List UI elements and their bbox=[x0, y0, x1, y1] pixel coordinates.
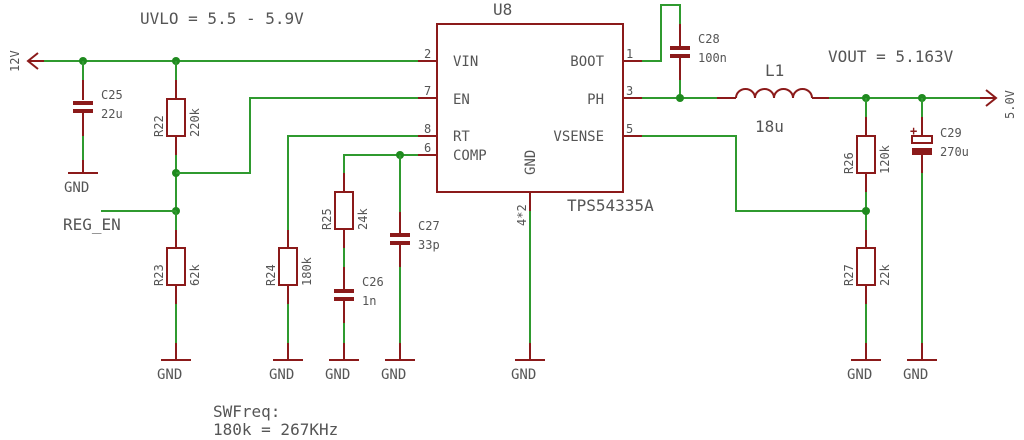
net-label-5v0: 5.0V bbox=[1003, 90, 1017, 119]
gnd-label: GND bbox=[511, 367, 536, 383]
c28-ref: C28 bbox=[698, 32, 720, 46]
capacitor-c26[interactable]: GND C26 1n bbox=[325, 248, 384, 383]
pin-name-gnd: GND bbox=[523, 150, 539, 175]
resistor-r25[interactable]: R25 24k bbox=[320, 173, 370, 248]
gnd-label: GND bbox=[64, 180, 89, 196]
gnd-label: GND bbox=[157, 367, 182, 383]
resistor-r26[interactable]: R26 120k bbox=[842, 98, 892, 230]
gnd-label: GND bbox=[325, 367, 350, 383]
pin-num: 7 bbox=[424, 84, 431, 98]
pin-num: 3 bbox=[626, 84, 633, 98]
net-label-reg-en: REG_EN bbox=[63, 215, 121, 234]
pin-name-rt: RT bbox=[453, 129, 470, 145]
c29-value: 270u bbox=[940, 145, 969, 159]
pin-name-vin: VIN bbox=[453, 54, 478, 70]
net-12v: 12V bbox=[8, 50, 418, 72]
l1-value: 18u bbox=[755, 117, 784, 136]
net-reg-en[interactable]: REG_EN bbox=[63, 210, 176, 234]
ic-part: TPS54335A bbox=[567, 196, 654, 215]
uvlo-note: UVLO = 5.5 - 5.9V bbox=[140, 9, 304, 28]
capacitor-c28[interactable]: C28 100n bbox=[670, 24, 727, 98]
swfreq-note-line2: 180k = 267KHz bbox=[213, 420, 338, 439]
r27-ref: R27 bbox=[842, 264, 856, 286]
pin-name-vsense: VSENSE bbox=[553, 129, 604, 145]
wire-rt bbox=[287, 135, 418, 230]
r25-ref: R25 bbox=[320, 208, 334, 230]
r24-ref: R24 bbox=[264, 264, 278, 286]
resistor-r23[interactable]: GND R23 62k bbox=[152, 211, 202, 383]
wire-boot bbox=[642, 4, 681, 62]
l1-ref: L1 bbox=[765, 61, 784, 80]
pin-name-comp: COMP bbox=[453, 148, 487, 164]
output-arrow-icon bbox=[980, 89, 998, 107]
wire-en bbox=[176, 97, 418, 174]
gnd-label: GND bbox=[903, 367, 928, 383]
r24-value: 180k bbox=[300, 256, 314, 286]
c28-value: 100n bbox=[698, 51, 727, 65]
pin-num: 5 bbox=[626, 122, 633, 136]
r23-ref: R23 bbox=[152, 264, 166, 286]
c29-ref: C29 bbox=[940, 126, 962, 140]
gnd-label: GND bbox=[381, 367, 406, 383]
pin-num-gnd: 4*2 bbox=[515, 204, 529, 226]
r23-value: 62k bbox=[188, 264, 202, 286]
gnd-label: GND bbox=[847, 367, 872, 383]
pin-name-en: EN bbox=[453, 92, 470, 108]
pin-name-boot: BOOT bbox=[570, 54, 604, 70]
resistor-r24[interactable]: GND R24 180k bbox=[264, 230, 314, 383]
vout-note: VOUT = 5.163V bbox=[828, 47, 954, 66]
c25-ref: C25 bbox=[101, 88, 123, 102]
r26-value: 120k bbox=[878, 144, 892, 174]
ic-u8[interactable]: U8 2 7 8 6 VIN EN RT COMP 1 3 5 BOOT PH … bbox=[418, 0, 654, 226]
junction bbox=[862, 207, 870, 215]
r27-value: 22k bbox=[878, 264, 892, 286]
r25-value: 24k bbox=[356, 208, 370, 230]
r22-value: 220k bbox=[188, 107, 202, 137]
swfreq-note-line1: SWFreq: bbox=[213, 402, 280, 421]
resistor-r27[interactable]: GND R27 22k bbox=[842, 230, 892, 383]
polarity-mark: + bbox=[910, 124, 917, 138]
junction bbox=[676, 94, 684, 102]
pin-num: 8 bbox=[424, 122, 431, 136]
capacitor-c29[interactable]: + GND C29 270u bbox=[903, 98, 969, 383]
pin-num: 2 bbox=[424, 47, 431, 61]
c27-ref: C27 bbox=[418, 219, 440, 233]
pin-name-ph: PH bbox=[587, 92, 604, 108]
gnd-label: GND bbox=[269, 367, 294, 383]
inductor-l1[interactable]: L1 18u bbox=[717, 61, 829, 136]
r22-ref: R22 bbox=[152, 115, 166, 137]
inductor-coil-icon bbox=[735, 88, 813, 99]
resistor-r22[interactable]: R22 220k bbox=[152, 61, 202, 215]
net-label-12v: 12V bbox=[8, 50, 22, 72]
capacitor-c27[interactable]: GND C27 33p bbox=[381, 155, 440, 383]
pin-num: 1 bbox=[626, 47, 633, 61]
r26-ref: R26 bbox=[842, 152, 856, 174]
c25-value: 22u bbox=[101, 107, 123, 121]
c27-value: 33p bbox=[418, 238, 440, 252]
capacitor-c25[interactable]: GND C25 22u bbox=[64, 61, 123, 196]
polarized-plate bbox=[911, 135, 933, 144]
c26-ref: C26 bbox=[362, 275, 384, 289]
c26-value: 1n bbox=[362, 294, 376, 308]
ic-ref: U8 bbox=[493, 0, 512, 19]
pin-num: 6 bbox=[424, 141, 431, 155]
wire-comp bbox=[343, 154, 418, 173]
wire-vsense bbox=[642, 135, 866, 212]
ic-ground: GND bbox=[511, 211, 545, 383]
supply-arrow-icon bbox=[26, 52, 44, 70]
net-5v0: 5.0V bbox=[829, 89, 1017, 119]
